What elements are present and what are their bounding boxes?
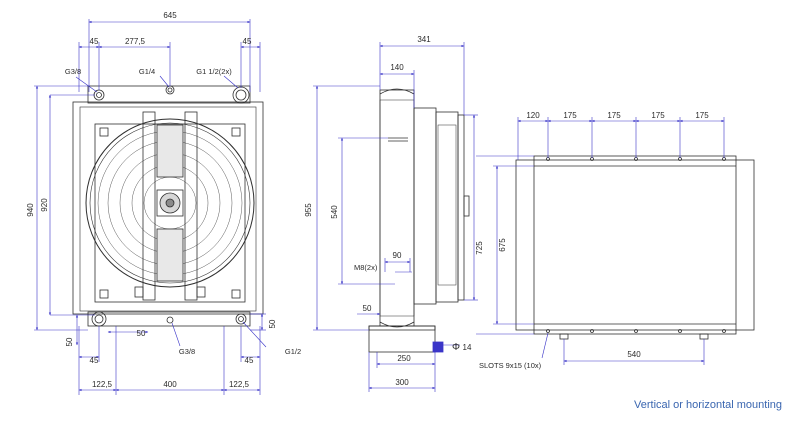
dim-mount-width: 250 [397, 354, 411, 363]
front-bottom-tank [87, 311, 251, 327]
dim-slot-spacing-4: 175 [695, 111, 709, 120]
port-top-right-label: G1 1/2(2x) [196, 67, 232, 76]
dim-overall-width: 645 [163, 11, 177, 20]
front-dimension-labels: 645 45 277,5 45 G3/8 G1/4 G1 1/2(2x) 940… [26, 11, 301, 389]
port-top-left-symbol [93, 89, 105, 101]
dim-slot-first: 120 [526, 111, 540, 120]
fan-shroud [94, 123, 246, 303]
front-view [72, 85, 264, 327]
dim-core-height: 920 [40, 198, 49, 212]
dim-side-height: 955 [304, 203, 313, 217]
dim-bottom-right-margin: 45 [245, 356, 254, 365]
dim-right-port-height: 50 [268, 319, 277, 328]
dim-foot-spacing: 400 [163, 380, 177, 389]
dim-depth-overall: 341 [417, 35, 431, 44]
port-top-left-label: G3/8 [65, 67, 81, 76]
dim-slot-spacing-1: 175 [563, 111, 577, 120]
dim-bottom-left-margin: 45 [90, 356, 99, 365]
slots-label: SLOTS 9x15 (10x) [479, 361, 542, 370]
side-view [368, 88, 470, 353]
top-view-outer [515, 159, 755, 331]
dim-inner-height: 675 [498, 238, 507, 252]
port-bottom-right-label: G1/2 [285, 347, 301, 356]
dim-foot-left: 122,5 [92, 380, 113, 389]
dim-foot-right: 122,5 [229, 380, 250, 389]
dim-depth-top: 140 [390, 63, 404, 72]
dim-overall-height: 940 [26, 203, 35, 217]
front-dimensions [34, 19, 267, 395]
dim-right-margin-top: 45 [243, 37, 252, 46]
dim-hole-diameter: 14 [463, 343, 472, 352]
fan-hub [156, 189, 184, 217]
dim-top-view-outer-height-side: 725 [475, 241, 484, 255]
port-bottom-right-symbol [235, 313, 247, 325]
side-fan-shroud [413, 107, 437, 305]
thread-label: M8(2x) [354, 263, 378, 272]
dim-port-spacing: 277,5 [125, 37, 146, 46]
side-dimension-labels: 341 140 955 540 725 90 M8(2x) 50 250 300… [304, 35, 484, 387]
port-top-mid-symbol [165, 85, 175, 95]
fan-support-bar-right [184, 111, 198, 301]
dim-slot-span: 540 [627, 350, 641, 359]
port-top-right-symbol [232, 86, 250, 104]
top-view [515, 155, 755, 340]
diameter-symbol: Φ [452, 342, 460, 353]
fan-support-bar-left [142, 111, 156, 301]
dim-bottom-port-gap: 50 [137, 329, 146, 338]
dim-left-margin-top: 45 [90, 37, 99, 46]
mounting-caption: Vertical or horizontal mounting [634, 399, 782, 411]
top-dimensions [476, 117, 725, 365]
side-dimensions [313, 42, 478, 392]
top-dimension-labels: 120 175 175 175 175 675 SLOTS 9x15 (10x)… [479, 111, 709, 370]
side-fan-housing [435, 111, 459, 303]
fan-ring [85, 118, 255, 288]
port-bottom-mid-label: G3/8 [179, 347, 195, 356]
dim-slot-spacing-3: 175 [651, 111, 665, 120]
top-view-body [533, 155, 737, 335]
front-core [79, 106, 257, 312]
port-top-mid-label: G1/4 [139, 67, 155, 76]
port-bottom-mid-symbol [166, 316, 174, 324]
side-core [379, 89, 415, 327]
dim-fan-height: 540 [330, 205, 339, 219]
dim-slot-spacing-2: 175 [607, 111, 621, 120]
dim-thread-offset: 90 [393, 251, 402, 260]
dim-base-width: 300 [395, 378, 409, 387]
front-frame [72, 101, 264, 315]
dim-bottom-left-offset: 50 [65, 337, 74, 346]
dim-base-height: 50 [363, 304, 372, 313]
